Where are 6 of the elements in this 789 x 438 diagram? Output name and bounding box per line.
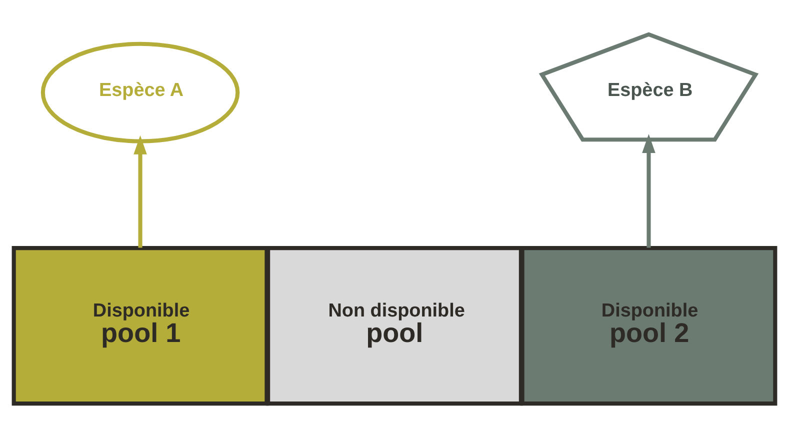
arrow	[642, 134, 656, 248]
node-ellipse: Espèce A	[40, 42, 240, 144]
node-box: Non disponible pool	[266, 246, 523, 406]
arrow	[134, 135, 147, 248]
node-box: Disponible pool 2	[520, 246, 778, 406]
node-box: Disponible pool 1	[12, 246, 269, 406]
